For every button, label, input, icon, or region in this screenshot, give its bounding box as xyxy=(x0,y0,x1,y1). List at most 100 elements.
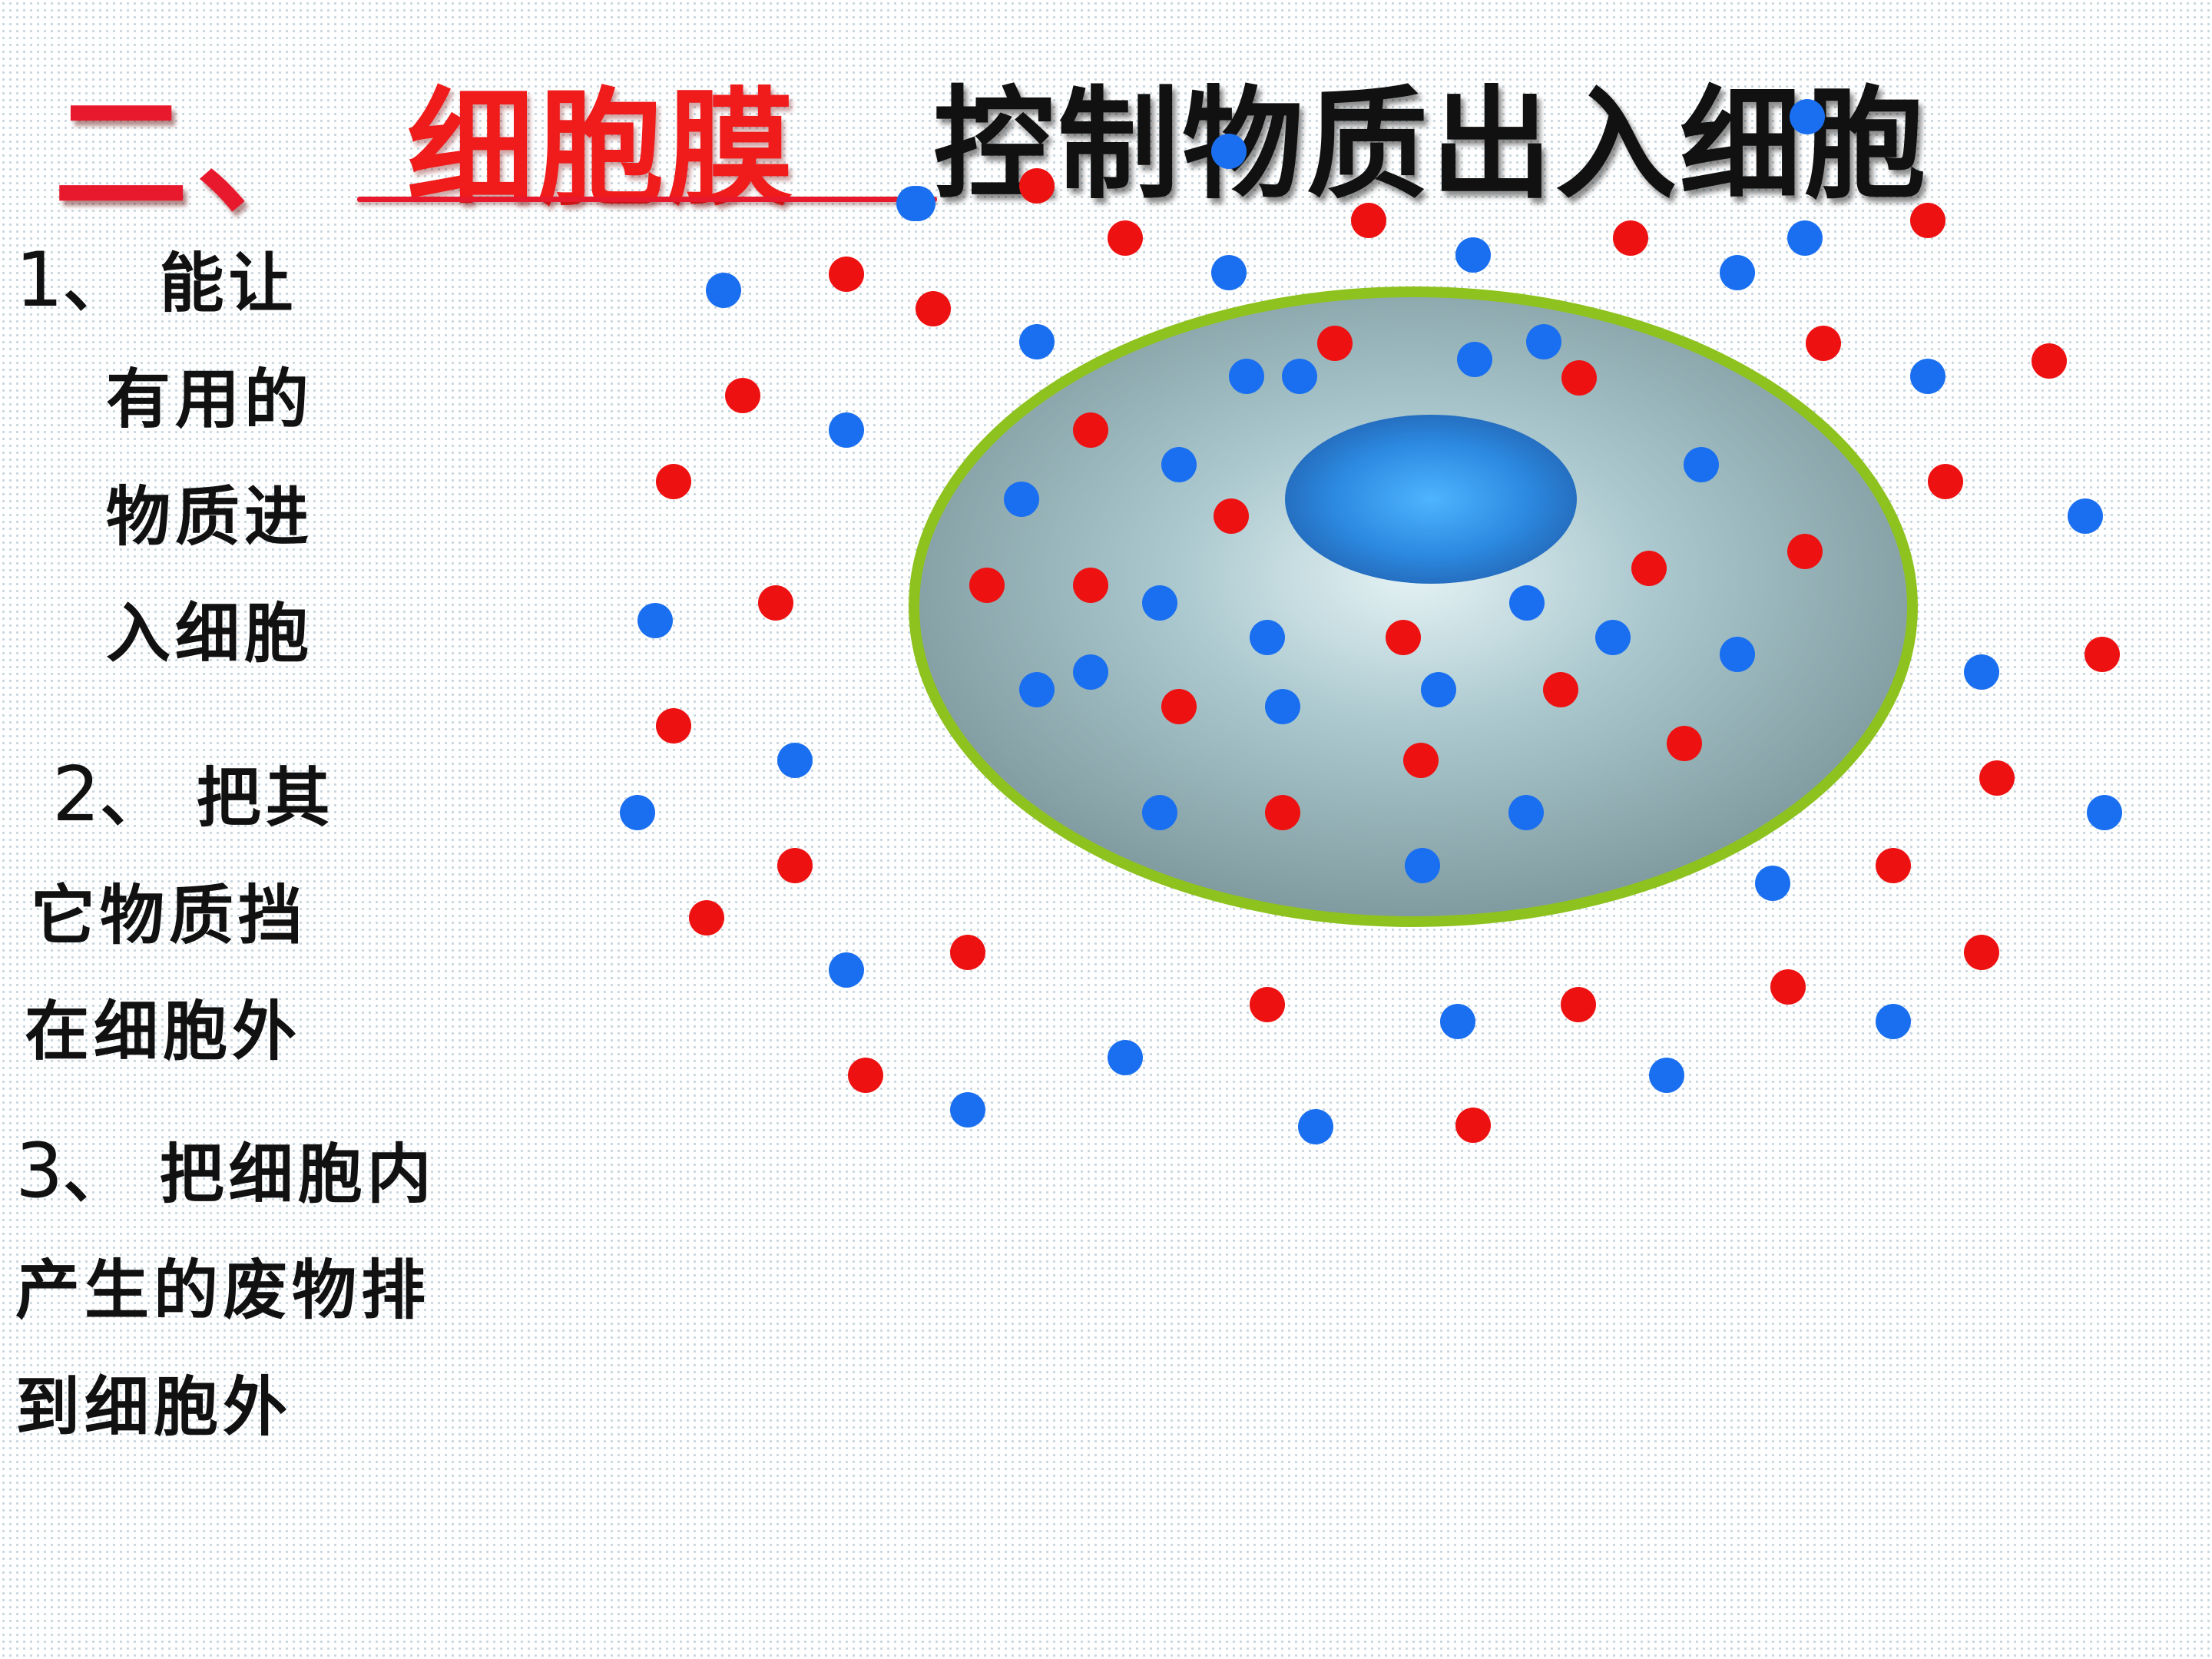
red-particle xyxy=(1979,760,2015,796)
red-particle xyxy=(1250,987,1285,1022)
red-particle xyxy=(1806,326,1841,361)
blue-particle xyxy=(1142,585,1177,621)
red-particle xyxy=(848,1058,883,1093)
red-particle xyxy=(689,900,724,935)
point-1-line-4: 入细胞 xyxy=(106,595,314,671)
blue-particle xyxy=(950,1092,985,1128)
red-particle xyxy=(1543,672,1578,707)
blue-particle xyxy=(1910,359,1945,394)
red-particle xyxy=(758,585,793,621)
point-1-number: 1 xyxy=(15,237,64,324)
point-2-number: 2 xyxy=(52,751,101,839)
blue-particle xyxy=(1282,359,1317,394)
title-rest: 控制物质出入细胞 xyxy=(933,75,1929,216)
point-1-line-3: 物质进 xyxy=(106,478,314,555)
blue-particle xyxy=(1229,359,1264,394)
blue-particle xyxy=(1004,482,1039,517)
blue-particle xyxy=(1457,342,1492,377)
blue-particle xyxy=(1790,99,1825,134)
red-particle xyxy=(2032,343,2067,379)
red-particle xyxy=(1631,551,1667,586)
red-particle xyxy=(950,935,985,970)
red-particle xyxy=(1770,969,1806,1005)
point-2-line-2: 它物质挡 xyxy=(31,877,308,953)
point-2-line-3: 在细胞外 xyxy=(25,993,302,1069)
red-particle xyxy=(916,291,951,326)
point-3-text-1: 把细胞内 xyxy=(159,1136,436,1212)
point-1-separator: 、 xyxy=(63,245,133,321)
red-particle xyxy=(1787,534,1823,569)
red-particle xyxy=(1317,326,1353,361)
point-1-text-1: 能让 xyxy=(159,245,298,321)
red-particle xyxy=(656,464,691,499)
blue-particle xyxy=(1526,324,1561,359)
particles xyxy=(620,99,2122,1144)
blue-particle xyxy=(1250,620,1285,655)
blue-particle xyxy=(1265,689,1300,724)
point-1-line-1: 1、 能让 xyxy=(15,223,298,341)
blue-particle xyxy=(1787,220,1823,256)
red-particle xyxy=(1019,168,1055,204)
blue-particle xyxy=(1405,848,1440,883)
blue-particle xyxy=(706,273,741,308)
blue-particle xyxy=(2068,498,2103,534)
blue-particle xyxy=(1509,585,1545,621)
point-3-line-1: 3、 把细胞内 xyxy=(15,1114,436,1232)
red-particle xyxy=(725,378,760,413)
point-1-line-2: 有用的 xyxy=(106,361,314,437)
point-3-separator: 、 xyxy=(63,1136,133,1212)
point-2-separator: 、 xyxy=(100,760,170,836)
red-particle xyxy=(656,708,691,743)
red-particle xyxy=(1964,935,1999,970)
red-particle xyxy=(1265,795,1300,830)
blue-particle xyxy=(1720,637,1755,672)
blue-particle xyxy=(1421,672,1456,707)
red-particle xyxy=(1403,743,1439,778)
cell-membrane xyxy=(909,286,1918,927)
point-3-line-2: 产生的废物排 xyxy=(15,1252,431,1328)
red-particle xyxy=(1561,987,1596,1022)
red-particle xyxy=(1386,620,1421,655)
red-particle xyxy=(1073,412,1108,448)
point-3-number: 3 xyxy=(15,1128,64,1215)
red-particle xyxy=(969,568,1005,603)
red-particle xyxy=(777,848,813,883)
red-particle xyxy=(1928,464,1963,499)
blue-particle xyxy=(1211,255,1247,290)
blue-particle xyxy=(777,743,813,778)
red-particle xyxy=(1455,1108,1491,1143)
blue-particle xyxy=(1019,672,1055,707)
red-particle xyxy=(2085,637,2120,672)
blue-particle xyxy=(1964,654,1999,690)
blue-particle xyxy=(2087,795,2122,830)
red-particle xyxy=(1613,220,1648,256)
blue-particle xyxy=(1211,134,1247,169)
cell-nucleus xyxy=(1285,415,1577,584)
point-2-line-1: 2、 把其 xyxy=(52,737,335,856)
blue-particle xyxy=(1876,1004,1911,1039)
blue-particle xyxy=(829,952,864,988)
red-particle xyxy=(1667,726,1702,761)
blue-particle xyxy=(829,412,864,448)
red-particle xyxy=(1214,498,1249,534)
red-particle xyxy=(1073,568,1108,603)
blue-particle xyxy=(1684,447,1719,482)
blue-particle xyxy=(637,603,673,638)
blue-particle xyxy=(1298,1109,1333,1144)
blue-particle xyxy=(1440,1004,1475,1039)
red-particle xyxy=(1876,848,1911,883)
red-particle xyxy=(829,257,864,292)
blue-particle xyxy=(1108,1040,1143,1075)
blue-particle xyxy=(1755,866,1790,901)
blue-particle xyxy=(1595,620,1631,655)
blue-particle xyxy=(1161,447,1197,482)
point-2-text-1: 把其 xyxy=(196,760,335,836)
blue-particle xyxy=(1019,324,1055,359)
blue-particle xyxy=(896,186,932,221)
red-particle xyxy=(1561,360,1597,396)
red-particle xyxy=(1108,220,1143,256)
point-3-line-3: 到细胞外 xyxy=(15,1369,293,1445)
title-underline xyxy=(357,197,937,202)
